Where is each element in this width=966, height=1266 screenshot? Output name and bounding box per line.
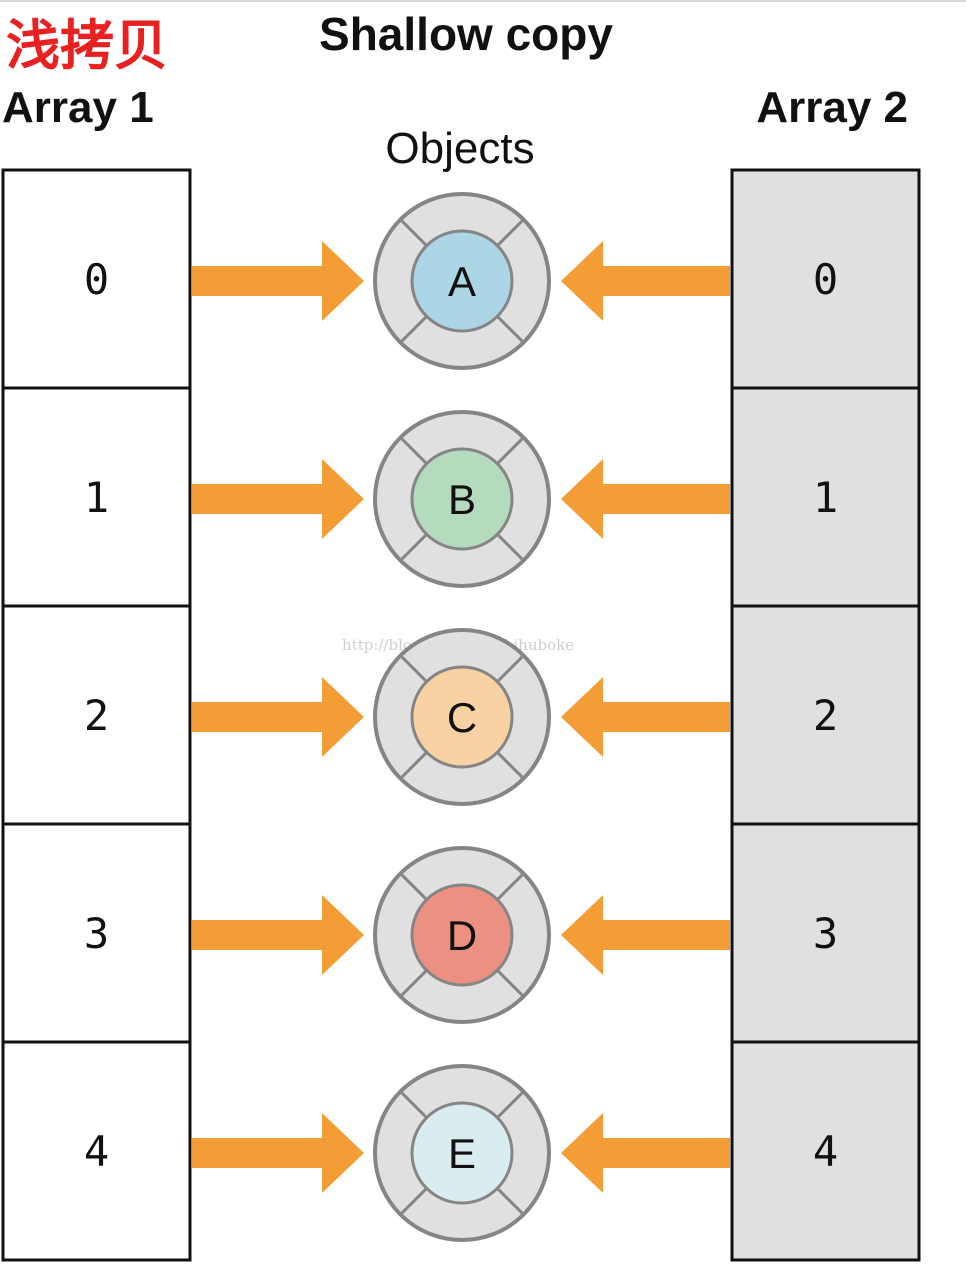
object-spoke-3-0 — [400, 873, 428, 901]
array2-index-1: 1 — [813, 473, 838, 522]
object-core-4 — [410, 1101, 514, 1205]
object-spoke-3-2 — [400, 969, 428, 997]
array1-cell-2 — [1, 604, 192, 826]
object-spoke-1-1 — [496, 437, 524, 465]
object-spoke-0-0 — [400, 219, 428, 247]
object-spoke-1-2 — [400, 533, 428, 561]
object-C: C — [373, 628, 551, 806]
object-spoke-3-1 — [496, 873, 524, 901]
array1-index-0: 0 — [84, 255, 109, 304]
array2-cell-4 — [730, 1040, 921, 1262]
array1-cell-4 — [1, 1040, 192, 1262]
chinese-label: 浅拷贝 — [6, 14, 168, 77]
arrow-left-1 — [561, 459, 730, 539]
array2-index-2: 2 — [813, 691, 838, 740]
objects-title: Objects — [385, 124, 534, 173]
object-spoke-2-2 — [400, 751, 428, 779]
object-label-2: C — [447, 694, 477, 741]
object-B: B — [373, 410, 551, 588]
array2-index-3: 3 — [813, 909, 838, 958]
array1-index-2: 2 — [84, 691, 109, 740]
object-label-0: A — [448, 258, 476, 305]
object-label-3: D — [447, 912, 477, 959]
diagram-title: Shallow copy — [319, 8, 613, 60]
object-E: E — [373, 1064, 551, 1242]
array2-index-0: 0 — [813, 255, 838, 304]
array2-cell-2 — [730, 604, 921, 826]
object-spoke-0-1 — [496, 219, 524, 247]
array1-column: 0 1 2 3 4 — [1, 168, 192, 1262]
arrows-layer — [192, 241, 730, 1193]
arrow-left-0 — [561, 241, 730, 321]
array2-column: 0 1 2 3 4 — [730, 168, 921, 1262]
object-spoke-4-0 — [400, 1091, 428, 1119]
arrow-left-3 — [561, 895, 730, 975]
arrow-right-1 — [192, 459, 364, 539]
arrow-left-2 — [561, 677, 730, 757]
objects-layer: A B C D E — [373, 192, 551, 1242]
array2-cell-3 — [730, 822, 921, 1044]
array1-index-4: 4 — [84, 1127, 109, 1176]
object-spoke-2-0 — [400, 655, 428, 683]
object-D: D — [373, 846, 551, 1024]
arrow-left-4 — [561, 1113, 730, 1193]
array2-index-4: 4 — [813, 1127, 838, 1176]
object-spoke-2-3 — [496, 751, 524, 779]
object-spoke-1-0 — [400, 437, 428, 465]
object-label-1: B — [448, 476, 476, 523]
object-A: A — [373, 192, 551, 370]
object-label-4: E — [448, 1130, 476, 1177]
object-spoke-4-3 — [496, 1187, 524, 1215]
object-core-1 — [410, 447, 514, 551]
array1-index-3: 3 — [84, 909, 109, 958]
object-spoke-2-1 — [496, 655, 524, 683]
arrow-right-3 — [192, 895, 364, 975]
arrow-right-0 — [192, 241, 364, 321]
arrow-right-2 — [192, 677, 364, 757]
object-core-2 — [410, 665, 514, 769]
array2-title: Array 2 — [756, 83, 908, 132]
object-core-3 — [410, 883, 514, 987]
array2-cell-1 — [730, 386, 921, 608]
array1-cell-0 — [1, 168, 192, 390]
object-spoke-0-3 — [496, 315, 524, 343]
arrow-right-4 — [192, 1113, 364, 1193]
object-spoke-4-2 — [400, 1187, 428, 1215]
object-spoke-1-3 — [496, 533, 524, 561]
array1-index-1: 1 — [84, 473, 109, 522]
object-spoke-0-2 — [400, 315, 428, 343]
array1-cell-3 — [1, 822, 192, 1044]
object-spoke-4-1 — [496, 1091, 524, 1119]
object-spoke-3-3 — [496, 969, 524, 997]
array1-title: Array 1 — [2, 83, 154, 132]
array2-cell-0 — [730, 168, 921, 390]
object-core-0 — [410, 229, 514, 333]
